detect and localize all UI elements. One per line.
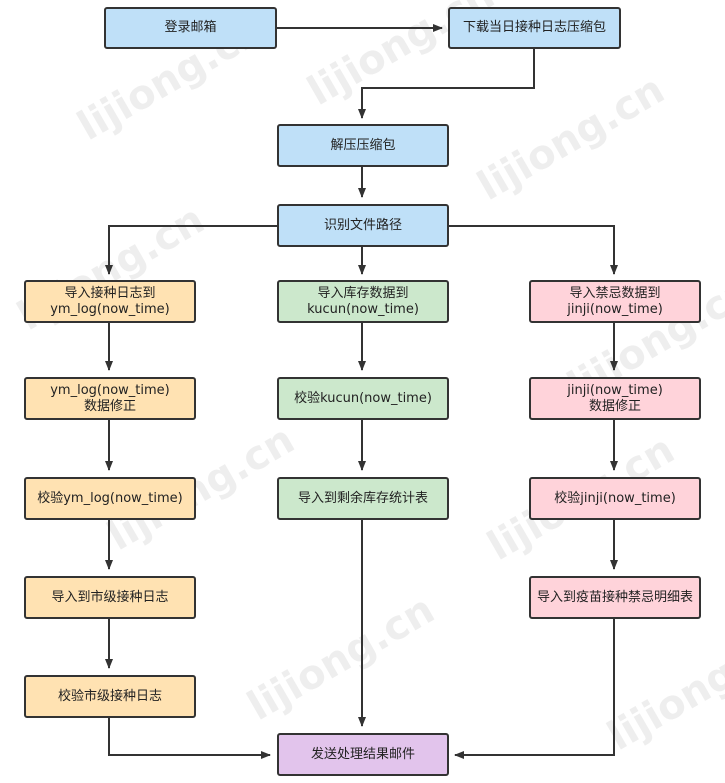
node-download-logs: 下载当日接种日志压缩包 [448, 7, 621, 49]
node-identify-path: 识别文件路径 [277, 204, 449, 247]
node-import-vaccination-log: 导入接种日志到 ym_log(now_time) [24, 280, 196, 323]
node-import-remaining-stock: 导入到剩余库存统计表 [277, 477, 449, 520]
node-import-inventory: 导入库存数据到 kucun(now_time) [277, 280, 449, 323]
edge-left-to-email [108, 717, 271, 759]
edge-right-to-email [454, 619, 615, 759]
node-login-email: 登录邮箱 [104, 7, 277, 49]
node-verify-jinji: 校验jinji(now_time) [529, 477, 701, 520]
node-import-contraindication: 导入禁忌数据到 jinji(now_time) [529, 280, 701, 323]
edge-identify-ymlog [105, 225, 277, 275]
node-jinji-fix: jinji(now_time) 数据修正 [529, 377, 701, 420]
node-import-city-log: 导入到市级接种日志 [24, 576, 196, 619]
edge-identify-jinji [448, 225, 618, 275]
edge-download-unzip [358, 48, 535, 119]
node-verify-city-log: 校验市级接种日志 [24, 675, 196, 718]
node-verify-kucun: 校验kucun(now_time) [277, 377, 449, 420]
node-ymlog-fix: ym_log(now_time) 数据修正 [24, 377, 196, 420]
node-verify-ymlog: 校验ym_log(now_time) [24, 477, 196, 520]
node-send-result-email: 发送处理结果邮件 [277, 733, 449, 776]
node-import-contraindication-detail: 导入到疫苗接种禁忌明细表 [529, 576, 701, 619]
node-unzip: 解压压缩包 [277, 124, 449, 167]
